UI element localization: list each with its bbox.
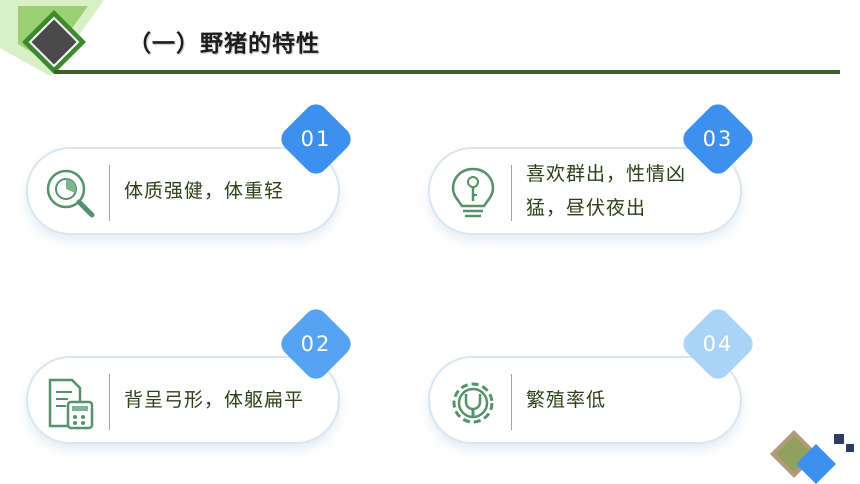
gear-wrench-icon	[452, 382, 494, 424]
badge-02: 02	[268, 296, 364, 392]
card-divider	[511, 374, 512, 430]
card-divider	[109, 374, 110, 430]
feature-card-04: 繁殖率低	[428, 356, 742, 444]
badge-04: 04	[670, 296, 766, 392]
badge-diamond	[281, 309, 351, 379]
title-underline	[54, 70, 840, 74]
badge-number: 02	[300, 332, 332, 356]
card-divider	[511, 165, 512, 221]
corner-photo-decoration	[770, 430, 854, 484]
badge-diamond	[683, 309, 753, 379]
card-text: 背呈弓形，体躯扁平	[124, 389, 305, 411]
feature-card-03: 喜欢群出，性情凶猛，昼伏夜出	[428, 147, 742, 235]
corner-decoration	[0, 0, 104, 76]
badge-number: 03	[702, 127, 734, 151]
card-divider	[109, 165, 110, 221]
badge-diamond	[281, 104, 351, 174]
badge-03: 03	[670, 91, 766, 187]
badge-number: 01	[300, 127, 332, 151]
badge-01: 01	[268, 91, 364, 187]
document-calculator-icon	[48, 378, 94, 430]
feature-card-01: 体质强健，体重轻	[26, 147, 340, 235]
badge-number: 04	[702, 332, 734, 356]
badge-diamond	[683, 104, 753, 174]
card-text: 体质强健，体重轻	[124, 180, 285, 202]
page-title: （一）野猪的特性	[128, 31, 320, 57]
lightbulb-key-icon	[451, 167, 495, 218]
magnifier-chart-icon	[46, 169, 95, 218]
card-text: 喜欢群出，性情凶猛，昼伏夜出	[526, 163, 687, 219]
feature-card-02: 背呈弓形，体躯扁平	[26, 356, 340, 444]
card-text: 繁殖率低	[526, 389, 607, 411]
